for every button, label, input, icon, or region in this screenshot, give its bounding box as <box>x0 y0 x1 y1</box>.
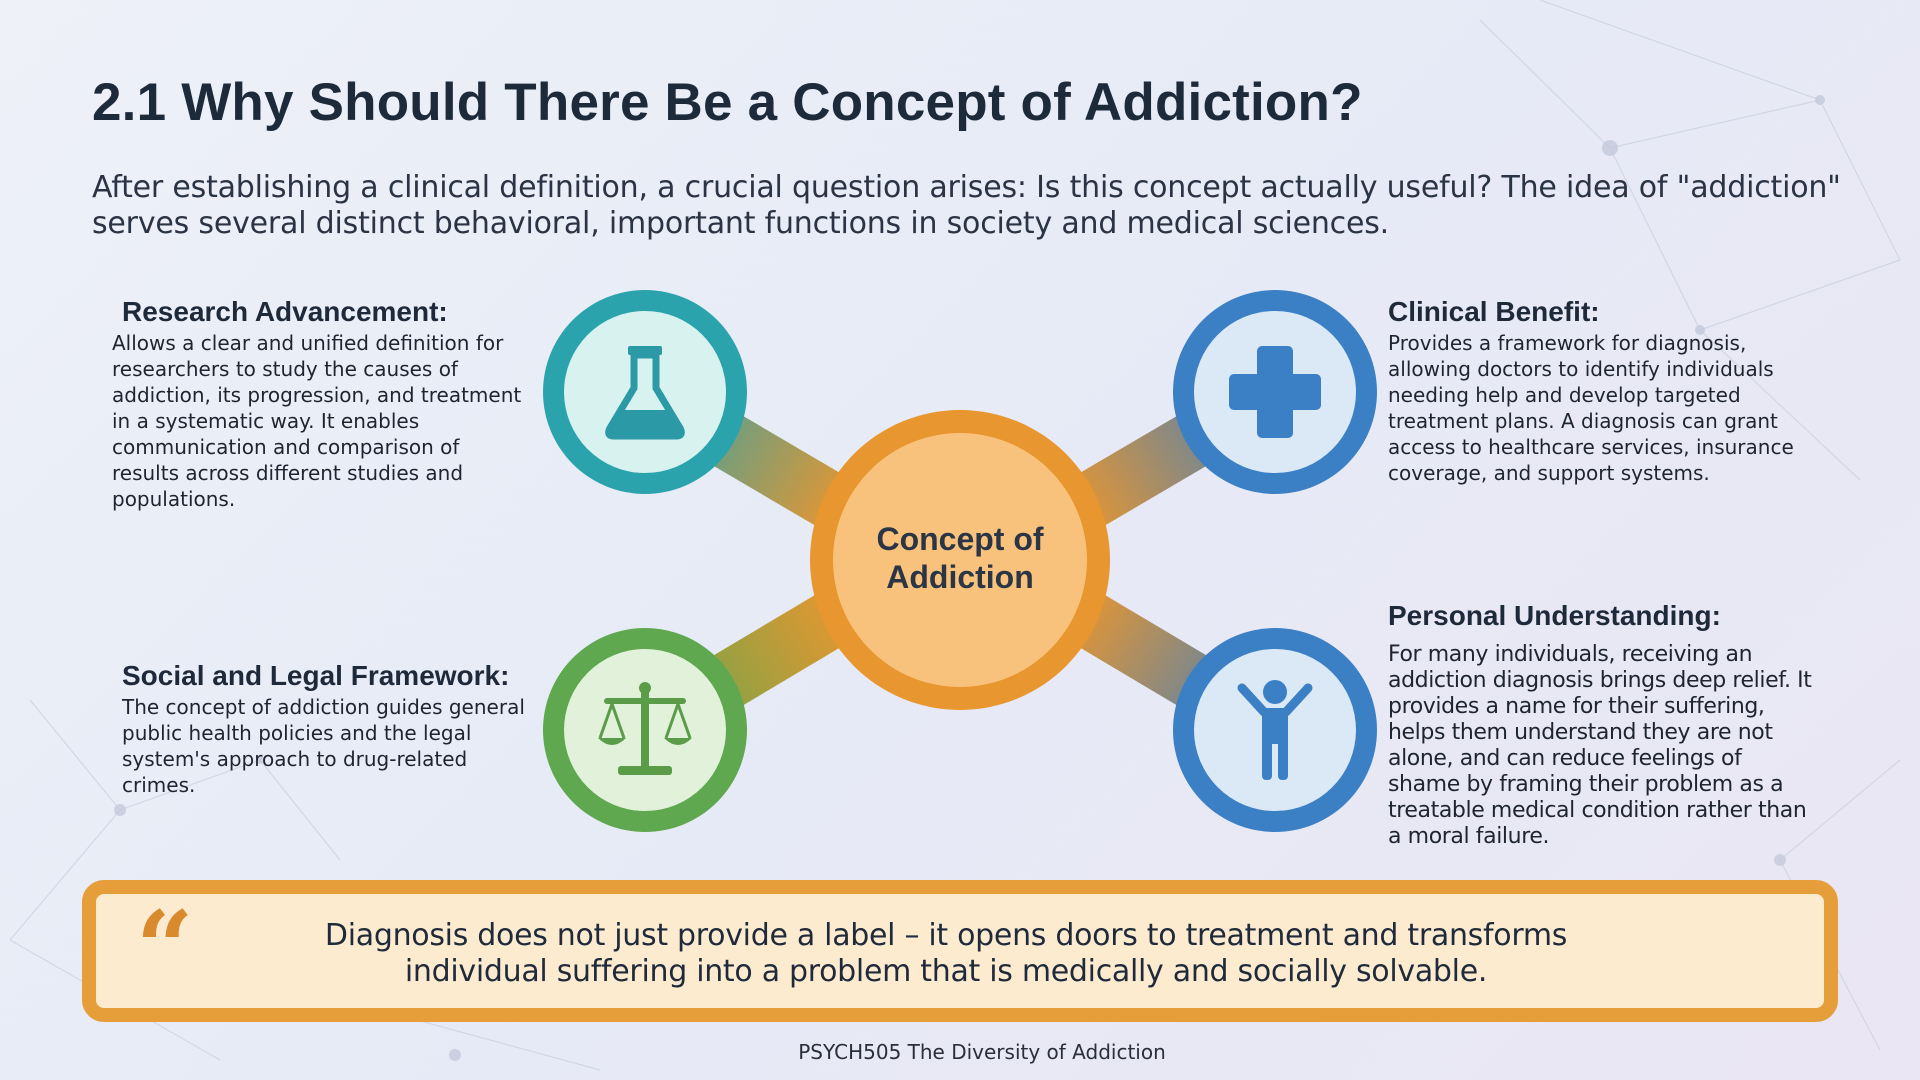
scales-icon <box>598 682 692 775</box>
flask-icon <box>605 346 685 440</box>
center-node <box>810 410 1110 710</box>
personal-heading: Personal Understanding: <box>1388 600 1721 631</box>
social-node <box>543 628 747 832</box>
center-label: Concept of Addiction <box>876 521 1044 595</box>
research-heading: Research Advancement: <box>122 296 448 327</box>
research-advancement-block: Research Advancement: Allows a clear and… <box>112 296 532 512</box>
clinical-benefit-block: Clinical Benefit: Provides a framework f… <box>1388 296 1808 486</box>
social-heading: Social and Legal Framework: <box>122 660 510 691</box>
person-icon <box>1237 680 1313 780</box>
clinical-node <box>1173 290 1377 494</box>
research-body: Allows a clear and unified definition fo… <box>112 331 522 511</box>
concept-diagram <box>543 290 1377 832</box>
plus-icon <box>1229 346 1321 438</box>
clinical-body: Provides a framework for diagnosis, allo… <box>1388 331 1794 485</box>
page-title: 2.1 Why Should There Be a Concept of Add… <box>92 73 1363 132</box>
quote-box: “ Diagnosis does not just provide a labe… <box>82 880 1838 1022</box>
personal-node <box>1173 628 1377 832</box>
quote-mark-icon: “ <box>136 889 194 1007</box>
personal-body: For many individuals, receiving an addic… <box>1388 642 1812 849</box>
personal-understanding-block: Personal Understanding: For many individ… <box>1388 600 1818 850</box>
clinical-heading: Clinical Benefit: <box>1388 296 1600 327</box>
intro-paragraph: After establishing a clinical definition… <box>92 170 1841 241</box>
quote-text: Diagnosis does not just provide a label … <box>324 918 1568 989</box>
footer-course-title: PSYCH505 The Diversity of Addiction <box>798 1040 1166 1064</box>
research-node <box>543 290 747 494</box>
social-body: The concept of addiction guides general … <box>122 695 525 797</box>
social-legal-block: Social and Legal Framework: The concept … <box>122 660 542 798</box>
